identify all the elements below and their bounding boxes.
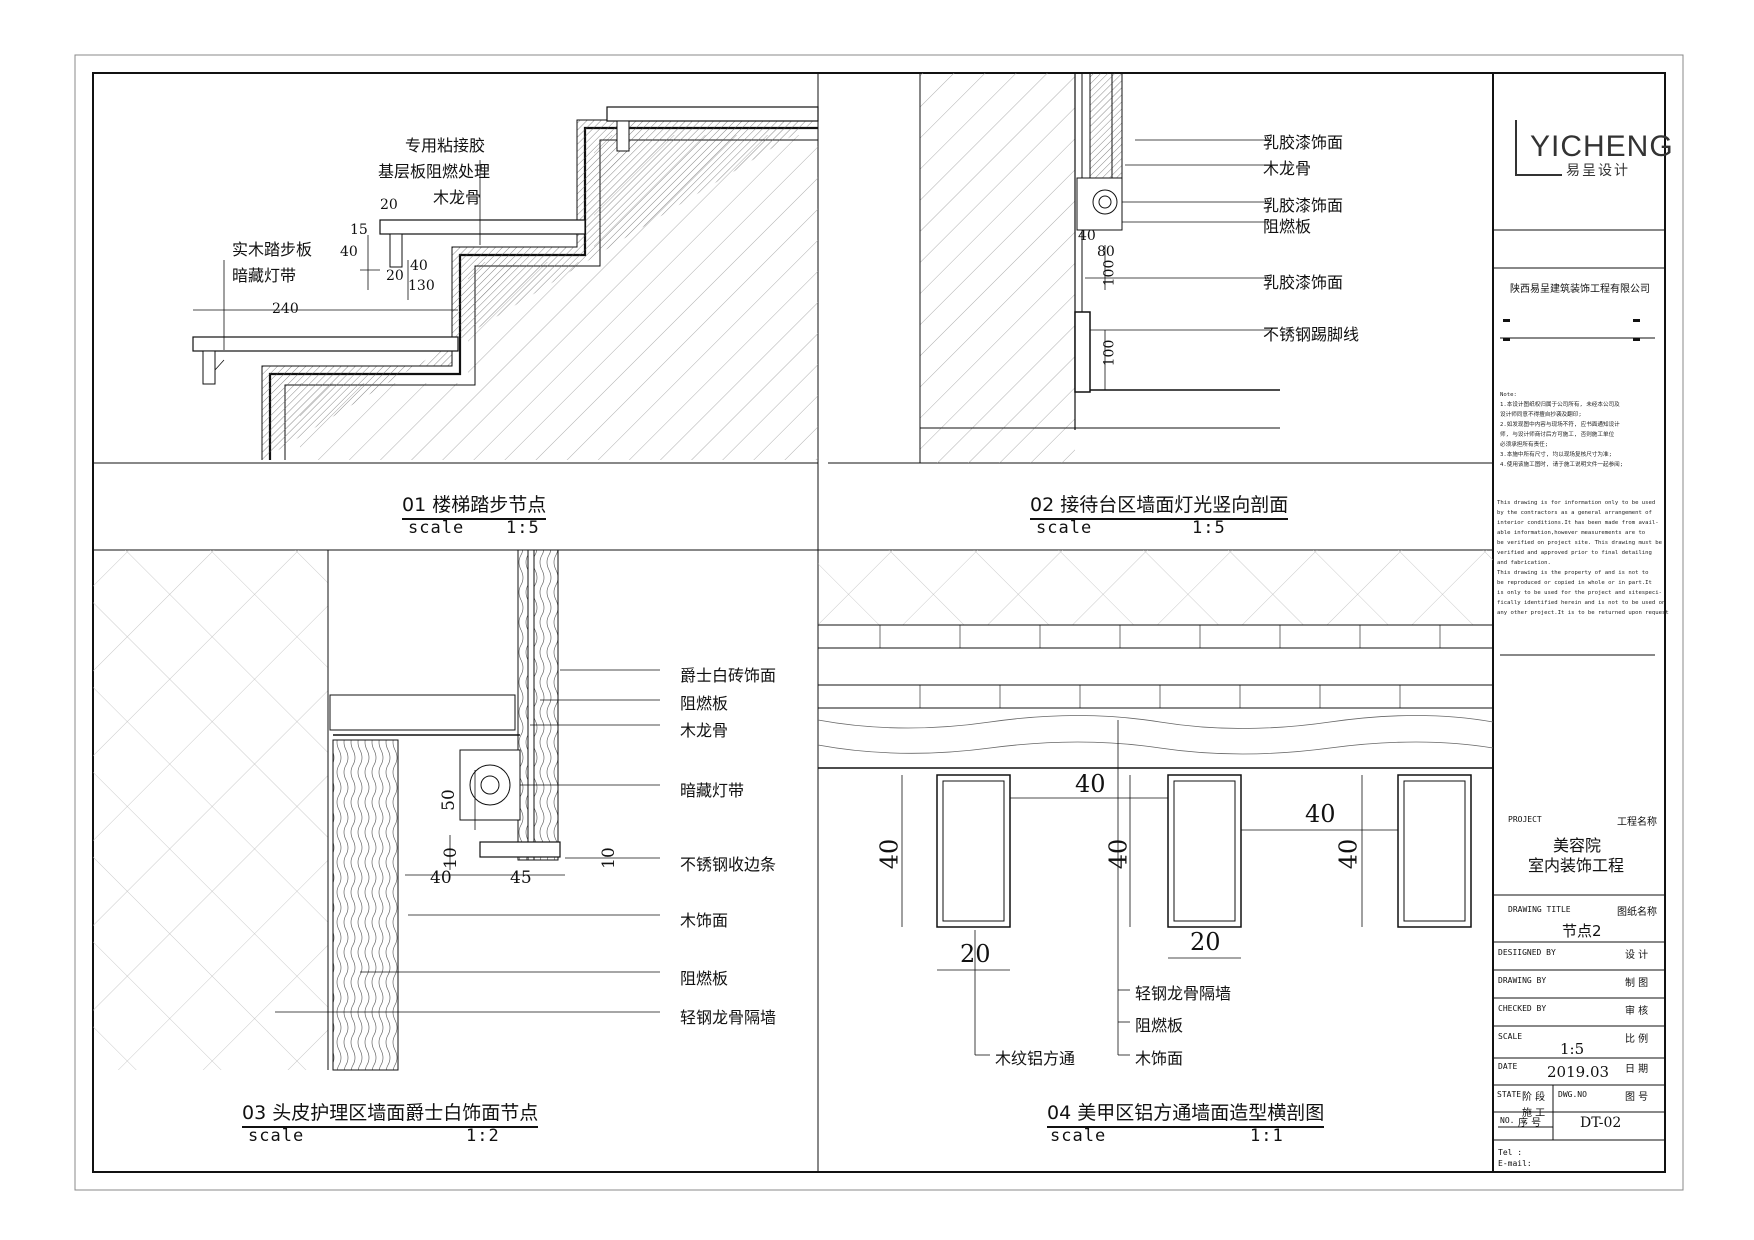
dwg-value: DT-02 — [1580, 1115, 1622, 1131]
no-label-cn: 序 号 — [1518, 1118, 1542, 1129]
label-fire-board: 阻燃板 — [1135, 1016, 1184, 1035]
scale-word: scale — [1050, 1126, 1107, 1146]
state-label-en: STATE — [1497, 1090, 1522, 1099]
dim-label: 20 — [380, 197, 398, 213]
project-name: 美容院 — [1553, 836, 1602, 855]
project-label-cn: 工程名称 — [1617, 817, 1657, 828]
scale-word: scale — [248, 1126, 305, 1146]
dim-label: 40 — [1104, 838, 1133, 870]
drawing-by-label-cn: 制 图 — [1625, 978, 1649, 989]
dim-label: 40 — [1334, 838, 1363, 870]
dim-label: 240 — [272, 301, 299, 317]
dim-label: 10 — [440, 847, 461, 869]
dim-label: 10 — [598, 847, 619, 869]
dim-label: 80 — [1097, 244, 1115, 260]
label-fire-board: 阻燃板 — [680, 969, 729, 988]
dim-label: 20 — [386, 268, 404, 284]
dim-label: 40 — [430, 868, 452, 888]
date-label-en: DATE — [1498, 1062, 1518, 1071]
label-latex-paint: 乳胶漆饰面 — [1263, 196, 1344, 215]
checked-label-en: CHECKED BY — [1498, 1004, 1547, 1013]
drawing-title-label-en: DRAWING TITLE — [1508, 905, 1571, 914]
label-stainless-trim: 不锈钢收边条 — [680, 855, 777, 874]
label-fire-board: 阻燃板 — [680, 694, 729, 713]
project-name: 室内装饰工程 — [1528, 856, 1625, 875]
dim-label: 20 — [960, 940, 991, 968]
email-label: E-mail: — [1498, 1159, 1532, 1168]
detail-01-title: 01 楼梯踏步节点 — [402, 490, 547, 520]
notes-cn: Note: 1.本设计图纸权归属于公司所有, 未经本公司及 设计师同意不得擅自抄… — [1500, 392, 1624, 468]
date-label-cn: 日 期 — [1625, 1064, 1649, 1075]
dim-label: 50 — [438, 789, 459, 811]
label-latex-paint: 乳胶漆饰面 — [1263, 133, 1344, 152]
dwg-label-cn: 图 号 — [1625, 1092, 1649, 1103]
dwg-label-en: DWG.NO — [1558, 1090, 1587, 1099]
label-steel-partition: 轻钢龙骨隔墙 — [1135, 984, 1232, 1003]
dim-label: 40 — [1305, 800, 1336, 828]
label-hidden-light: 暗藏灯带 — [232, 266, 297, 285]
project-label-en: PROJECT — [1508, 815, 1542, 824]
detail-04-title: 04 美甲区铝方通墙面造型横剖图 — [1047, 1098, 1325, 1128]
dim-label: 100 — [1101, 339, 1118, 367]
dim-label: 20 — [1190, 928, 1221, 956]
drawing-by-label-en: DRAWING BY — [1498, 976, 1547, 985]
dim-label: 40 — [340, 244, 358, 260]
dim-label: 40 — [410, 258, 428, 274]
label-steel-partition: 轻钢龙骨隔墙 — [680, 1008, 777, 1027]
label-hidden-light: 暗藏灯带 — [680, 781, 745, 800]
scale-value: 1:2 — [466, 1126, 500, 1146]
dim-label: 40 — [1075, 770, 1106, 798]
scale-word: scale — [408, 518, 465, 538]
company-name: 陕西易呈建筑装饰工程有限公司 — [1510, 284, 1650, 295]
scale-label-en: SCALE — [1498, 1032, 1523, 1041]
dim-label: 130 — [408, 278, 435, 294]
scale-word: scale — [1036, 518, 1093, 538]
label-aluminium-tube: 木纹铝方通 — [995, 1049, 1076, 1068]
label-wood-keel: 木龙骨 — [1263, 159, 1312, 178]
designed-label-cn: 设 计 — [1625, 950, 1649, 961]
notes-en: This drawing is for information only to … — [1497, 500, 1669, 616]
label-wood-keel: 木龙骨 — [433, 188, 482, 207]
label-fire-board: 阻燃板 — [1263, 217, 1312, 236]
checked-label-cn: 审 核 — [1625, 1006, 1649, 1017]
designed-label-en: DESIIGNED BY — [1498, 948, 1556, 957]
date-value: 2019.03 — [1547, 1063, 1610, 1081]
scale-label-cn: 比 例 — [1625, 1034, 1649, 1045]
label-tread: 实木踏步板 — [232, 240, 313, 259]
label-jazz-white-tile: 爵士白砖饰面 — [680, 666, 777, 685]
drawing-title: 节点2 — [1562, 922, 1602, 940]
dim-label: 45 — [510, 868, 532, 888]
label-latex-paint: 乳胶漆饰面 — [1263, 273, 1344, 292]
label-wood-veneer: 木饰面 — [680, 911, 729, 930]
tel-label: Tel : — [1498, 1148, 1523, 1157]
scale-value: 1:1 — [1250, 1126, 1284, 1146]
dim-label: 40 — [875, 838, 904, 870]
label-base-board: 基层板阻燃处理 — [378, 162, 491, 181]
label-wood-keel: 木龙骨 — [680, 721, 729, 740]
scale-value: 1:5 — [1560, 1040, 1585, 1058]
state-label-cn: 阶 段 — [1522, 1092, 1546, 1103]
label-wood-veneer: 木饰面 — [1135, 1049, 1184, 1068]
detail-03-title: 03 头皮护理区墙面爵士白饰面节点 — [242, 1098, 539, 1128]
label-stainless-skirting: 不锈钢踢脚线 — [1263, 325, 1360, 344]
detail-02-title: 02 接待台区墙面灯光竖向剖面 — [1030, 490, 1289, 520]
logo-text: YICHENG — [1530, 130, 1674, 163]
dim-label: 100 — [1101, 259, 1118, 287]
drawing-title-label-cn: 图纸名称 — [1617, 907, 1657, 918]
scale-value: 1:5 — [1192, 518, 1226, 538]
state-value: 施 工 — [1522, 1108, 1546, 1119]
dim-label: 15 — [350, 222, 368, 238]
dim-label: 40 — [1078, 228, 1096, 244]
no-label-en: NO. — [1500, 1116, 1515, 1125]
logo-subtitle: 易呈设计 — [1566, 163, 1630, 179]
label-adhesive: 专用粘接胶 — [405, 136, 486, 155]
scale-value: 1:5 — [506, 518, 540, 538]
